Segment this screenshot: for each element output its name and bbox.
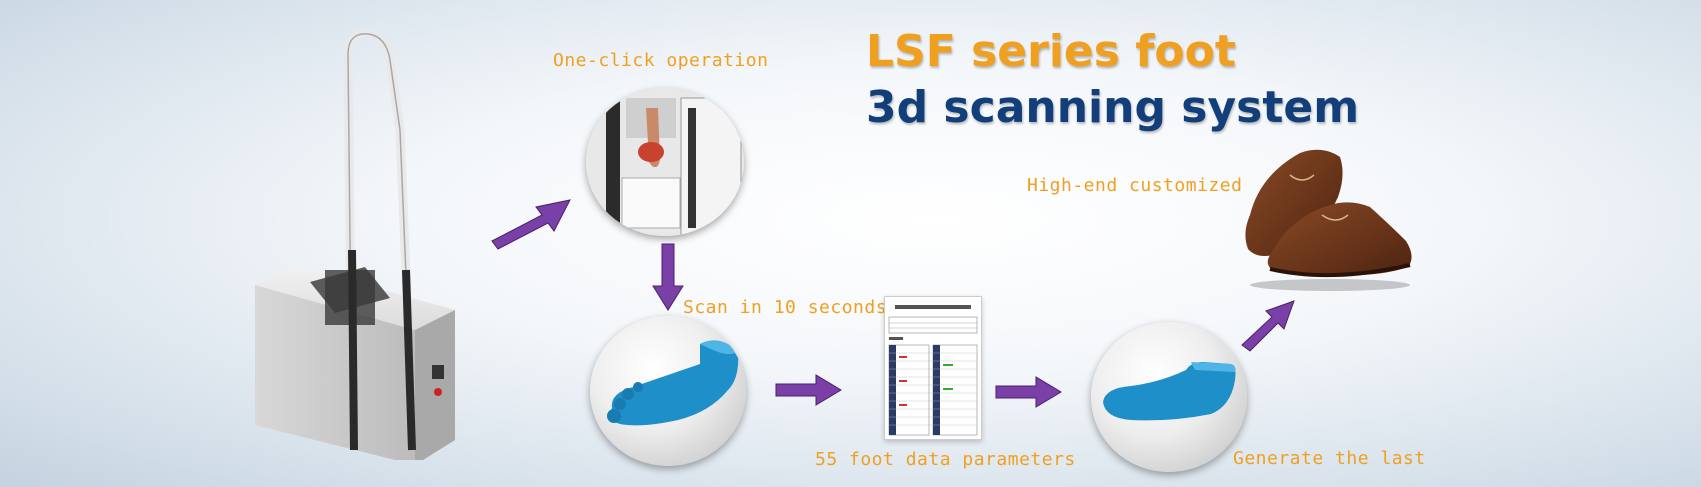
arrow-icon bbox=[995, 376, 1062, 408]
arrow-icon bbox=[775, 374, 842, 406]
scanner-machine-image bbox=[255, 29, 455, 460]
arrow-icon bbox=[1241, 300, 1295, 352]
caption-customized: High-end customized bbox=[1027, 175, 1243, 196]
arrow-icon bbox=[652, 243, 684, 311]
shoe-last-image bbox=[1091, 322, 1247, 472]
foot-in-scanner-image bbox=[586, 88, 744, 236]
foot-3d-model-image bbox=[590, 316, 746, 466]
title-line-1: LSF series foot bbox=[866, 26, 1236, 77]
caption-one-click: One-click operation bbox=[553, 50, 769, 71]
arrow-icon bbox=[491, 199, 571, 250]
data-sheet-image bbox=[884, 296, 982, 440]
caption-parameters: 55 foot data parameters bbox=[815, 449, 1076, 470]
leather-shoes-image bbox=[1245, 149, 1412, 291]
title-line-2: 3d scanning system bbox=[866, 82, 1360, 133]
caption-generate: Generate the last bbox=[1233, 448, 1426, 469]
caption-scan: Scan in 10 seconds bbox=[683, 297, 888, 318]
